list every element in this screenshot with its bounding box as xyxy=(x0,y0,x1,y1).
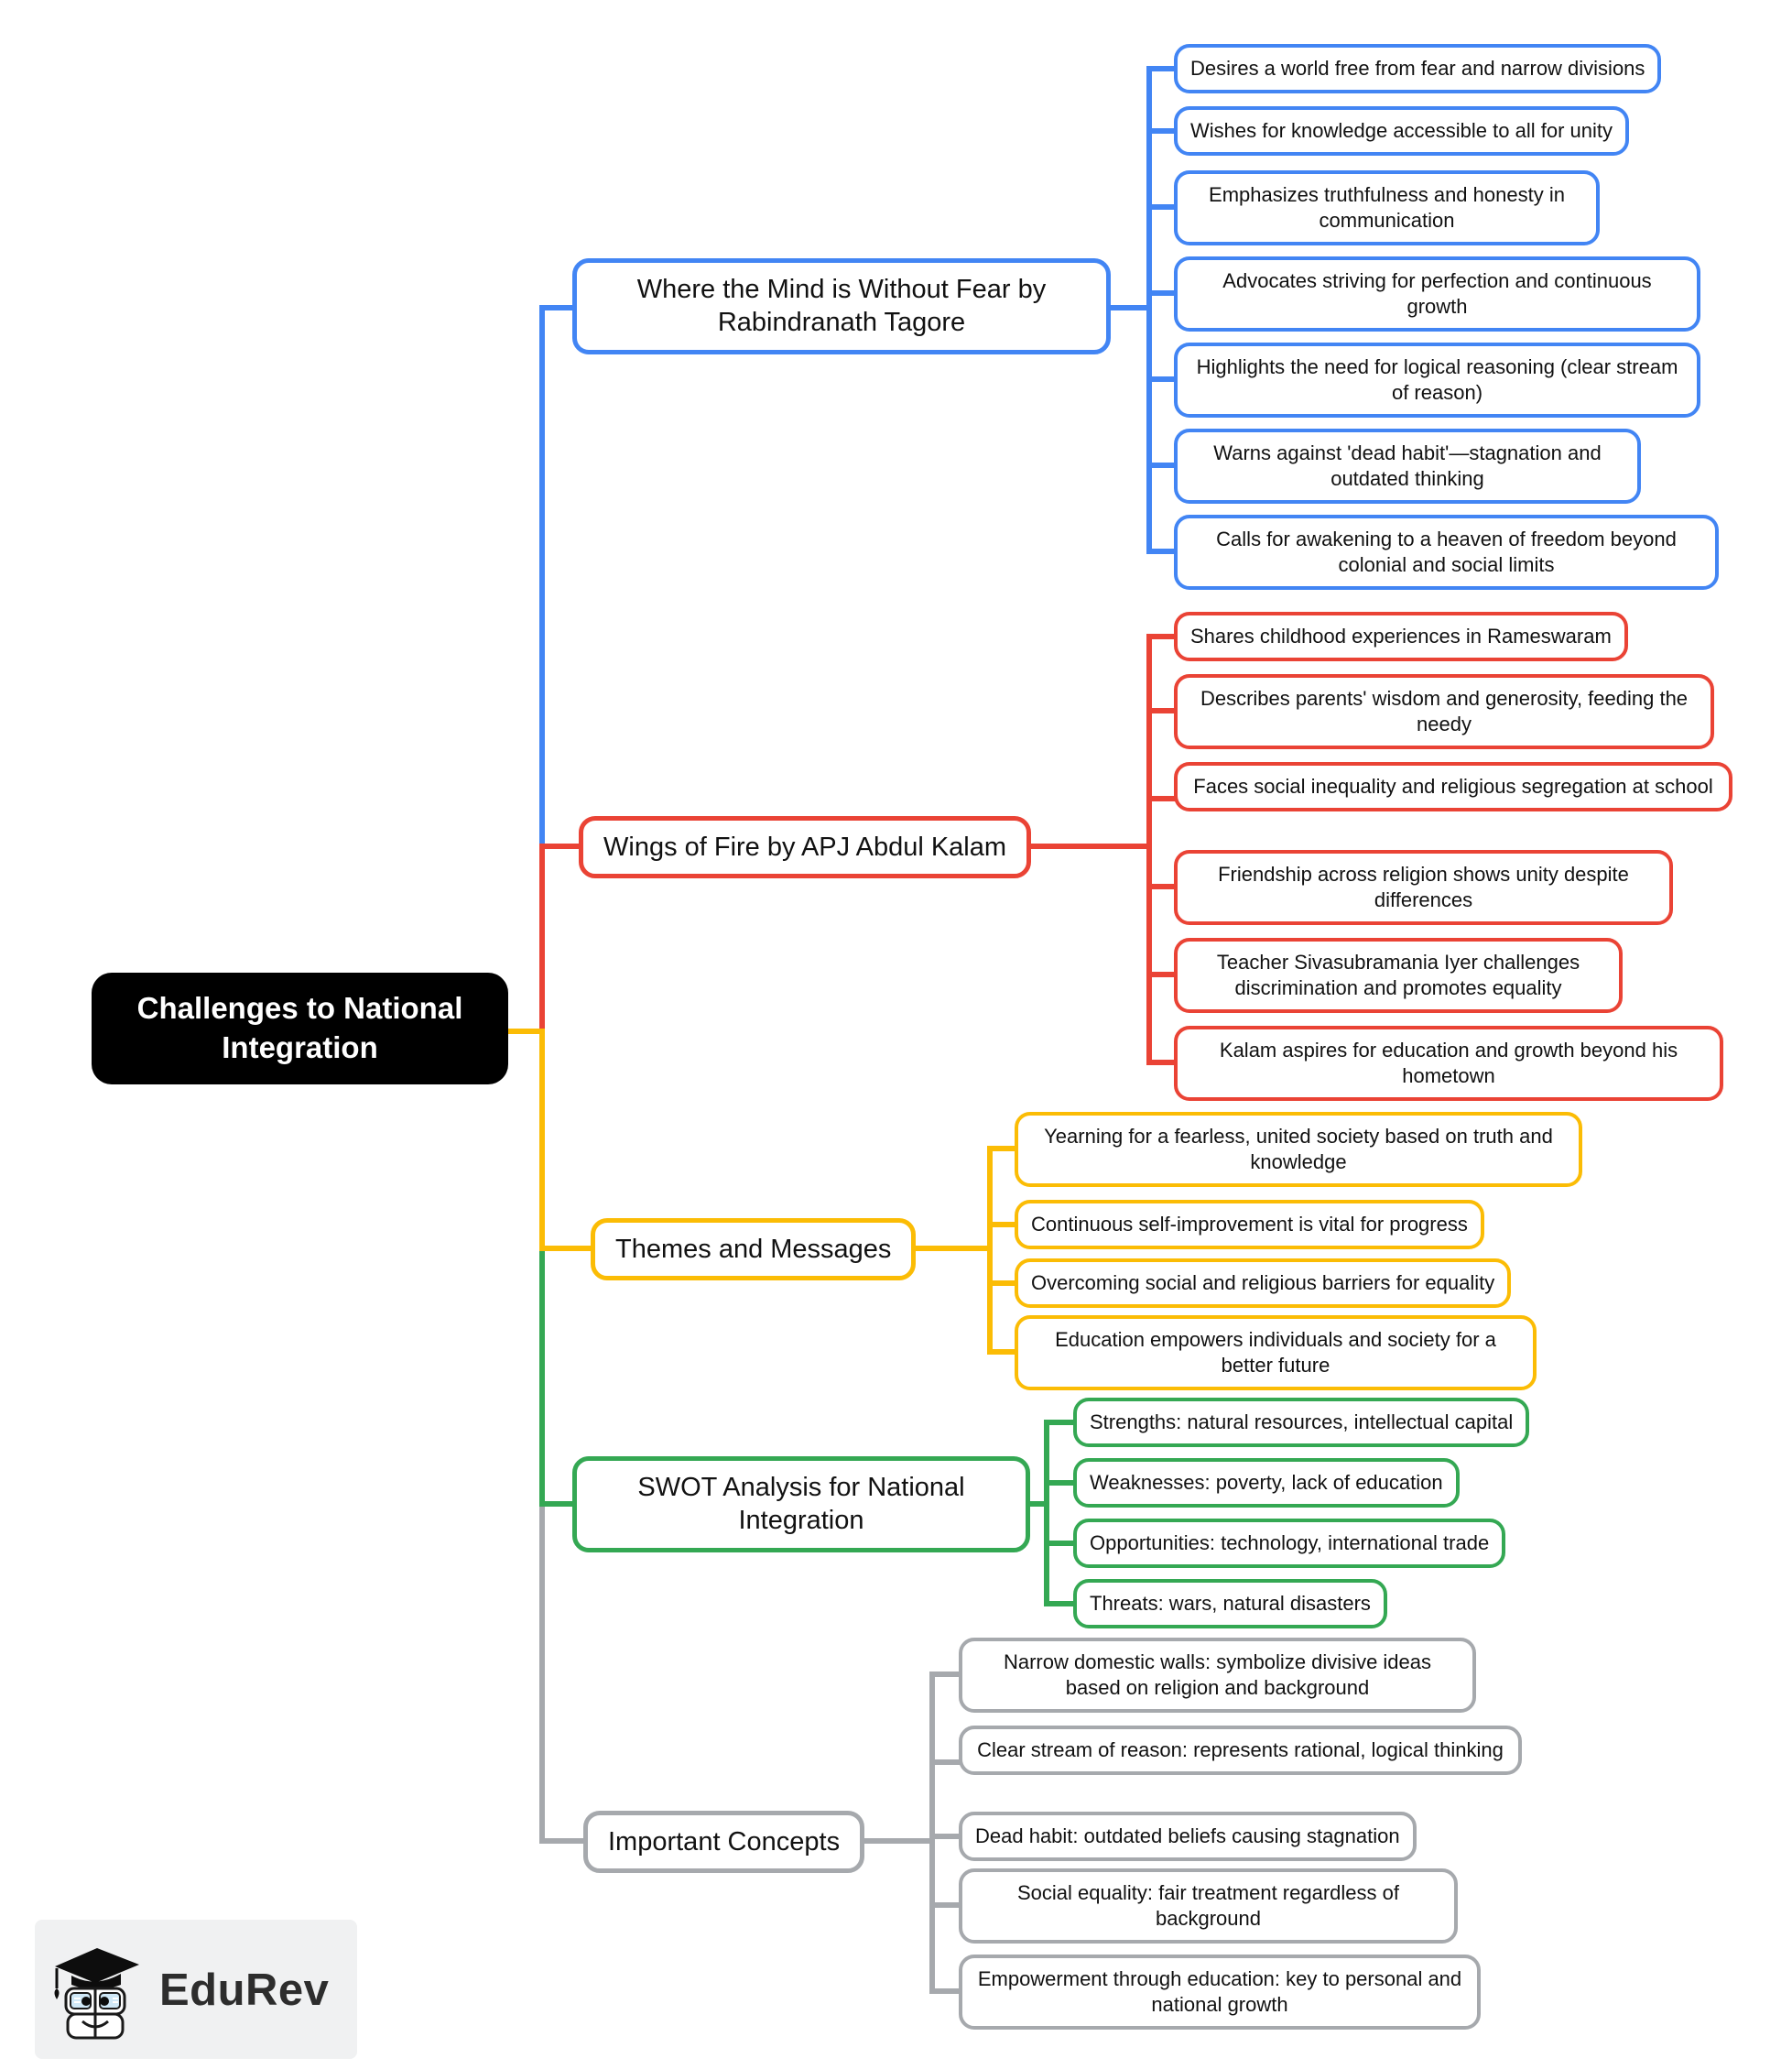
trunk-segment xyxy=(539,1029,545,1251)
child-node: Yearning for a fearless, united society … xyxy=(1015,1112,1582,1187)
child-node: Continuous self-improvement is vital for… xyxy=(1015,1200,1484,1249)
child-node: Emphasizes truthfulness and honesty in c… xyxy=(1174,170,1600,245)
connector-line xyxy=(821,1838,935,1844)
child-node: Describes parents' wisdom and generosity… xyxy=(1174,674,1714,749)
child-node: Warns against 'dead habit'—stagnation an… xyxy=(1174,429,1641,504)
branch-node-where-the-mind-is-without-fear: Where the Mind is Without Fear by Rabind… xyxy=(572,258,1111,354)
child-node: Teacher Sivasubramania Iyer challenges d… xyxy=(1174,938,1623,1013)
child-node: Social equality: fair treatment regardle… xyxy=(959,1868,1458,1944)
branch-node-important-concepts: Important Concepts xyxy=(583,1811,865,1874)
trunk-segment xyxy=(539,305,545,849)
child-node: Empowerment through education: key to pe… xyxy=(959,1955,1481,2030)
child-node: Strengths: natural resources, intellectu… xyxy=(1073,1398,1530,1447)
child-node: Overcoming social and religious barriers… xyxy=(1015,1258,1512,1308)
child-node: Education empowers individuals and socie… xyxy=(1015,1315,1537,1390)
branch-node-swot-analysis: SWOT Analysis for National Integration xyxy=(572,1456,1030,1552)
branch-spine xyxy=(1146,66,1152,554)
connector-line xyxy=(986,844,1152,849)
edurev-graduate-books-icon xyxy=(54,1948,139,2040)
child-node: Threats: wars, natural disasters xyxy=(1073,1579,1387,1628)
child-node: Friendship across religion shows unity d… xyxy=(1174,850,1673,925)
child-node: Desires a world free from fear and narro… xyxy=(1174,44,1662,93)
root-connector xyxy=(485,1029,545,1034)
connector-line xyxy=(842,1246,993,1251)
trunk-segment xyxy=(539,844,545,1034)
child-node: Calls for awakening to a heaven of freed… xyxy=(1174,515,1719,590)
branch-spine xyxy=(1044,1420,1049,1606)
edurev-logo: EduRev xyxy=(46,1934,329,2046)
child-node: Wishes for knowledge accessible to all f… xyxy=(1174,106,1629,156)
child-node: Weaknesses: poverty, lack of education xyxy=(1073,1458,1460,1508)
trunk-segment xyxy=(539,1501,545,1844)
branch-node-themes-and-messages: Themes and Messages xyxy=(591,1218,917,1281)
child-node: Narrow domestic walls: symbolize divisiv… xyxy=(959,1638,1476,1713)
branch-node-wings-of-fire: Wings of Fire by APJ Abdul Kalam xyxy=(579,816,1032,879)
edurev-brand-text: EduRev xyxy=(159,1966,330,2015)
child-node: Advocates striving for perfection and co… xyxy=(1174,256,1700,332)
branch-spine xyxy=(987,1146,993,1355)
trunk-segment xyxy=(539,1246,545,1507)
child-node: Opportunities: technology, international… xyxy=(1073,1519,1506,1568)
root-node: Challenges to National Integration xyxy=(92,973,508,1084)
branch-spine xyxy=(929,1672,935,1994)
child-node: Dead habit: outdated beliefs causing sta… xyxy=(959,1812,1417,1861)
child-node: Shares childhood experiences in Rameswar… xyxy=(1174,612,1628,661)
child-node: Highlights the need for logical reasonin… xyxy=(1174,343,1700,418)
branch-spine xyxy=(1146,634,1152,1065)
child-node: Kalam aspires for education and growth b… xyxy=(1174,1026,1723,1101)
child-node: Faces social inequality and religious se… xyxy=(1174,762,1732,811)
child-node: Clear stream of reason: represents ratio… xyxy=(959,1726,1522,1775)
